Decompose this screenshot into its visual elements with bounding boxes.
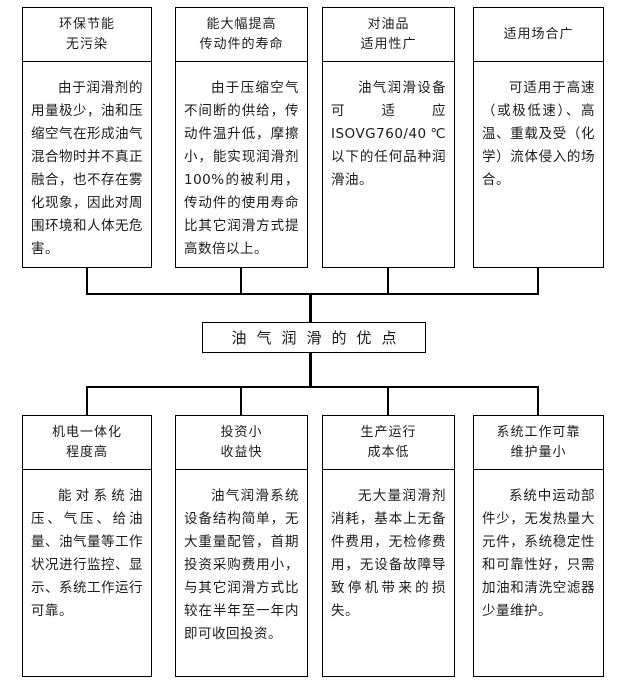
- connector-line: [86, 388, 88, 415]
- connector-line: [537, 268, 539, 295]
- box-title-line: 机电一体化: [51, 424, 122, 440]
- box-body: 系统中运动部件少，无发热量大元件，系统稳定性和可靠性好，只需加油和清洗空滤器少量…: [482, 488, 595, 619]
- connector-line: [387, 268, 389, 295]
- center-title-text: 油气润滑的优点: [231, 329, 407, 347]
- box-title: 环保节能 无污染: [23, 8, 151, 62]
- box-title: 适用场合广: [474, 8, 603, 62]
- connector-line: [387, 388, 389, 415]
- connector-line: [537, 388, 539, 415]
- top-box-env-protection: 环保节能 无污染 由于润滑剂的用量极少，油和压缩空气在形成油气混合物时并不真正融…: [22, 7, 152, 268]
- connector-bus-top: [86, 293, 539, 295]
- bottom-box-low-investment: 投资小 收益快 油气润滑系统设备结构简单，无大重量配管，首期投资采购费用小，与其…: [175, 415, 308, 677]
- bottom-box-reliable-low-maintenance: 系统工作可靠 维护量小 系统中运动部件少，无发热量大元件，系统稳定性和可靠性好，…: [473, 415, 604, 677]
- box-body: 可适用于高速（或极低速）、高温、重载及受（化学）流体侵入的场合。: [482, 80, 595, 188]
- box-title-line: 无污染: [65, 36, 108, 52]
- box-title-line: 环保节能: [58, 16, 115, 32]
- box-title: 能大幅提高 传动件的寿命: [176, 8, 307, 62]
- box-title-line: 投资小: [220, 424, 263, 440]
- box-title: 投资小 收益快: [176, 416, 307, 470]
- box-title-line: 程度高: [65, 444, 108, 460]
- box-title-line: 能大幅提高: [206, 16, 277, 32]
- connector-line: [86, 268, 88, 295]
- box-title: 系统工作可靠 维护量小: [474, 416, 603, 470]
- box-title-line: 对油品: [367, 16, 410, 32]
- box-body: 能对系统油压、气压、给油量、油气量等工作状况进行监控、显示、系统工作运行可靠。: [31, 488, 143, 619]
- connector-line: [309, 295, 312, 322]
- box-title-line: 适用场合广: [503, 26, 574, 42]
- connector-bus-bottom: [86, 386, 539, 388]
- box-title-line: 收益快: [220, 444, 263, 460]
- box-body: 由于润滑剂的用量极少，油和压缩空气在形成油气混合物时并不真正融合，也不存在雾化现…: [31, 80, 143, 257]
- connector-line: [240, 388, 242, 415]
- box-body: 由于压缩空气不间断的供给，传动件温升低，摩擦小，能实现润滑剂100%的被利用，传…: [184, 80, 299, 257]
- connector-line: [240, 268, 242, 295]
- bottom-box-mechatronics: 机电一体化 程度高 能对系统油压、气压、给油量、油气量等工作状况进行监控、显示、…: [22, 415, 152, 677]
- box-title-line: 生产运行: [360, 424, 417, 440]
- box-title: 生产运行 成本低: [323, 416, 454, 470]
- box-body: 油气润滑系统设备结构简单，无大重量配管，首期投资采购费用小，与其它润滑方式比较在…: [184, 488, 299, 642]
- top-box-oil-compatibility: 对油品 适用性广 油气润滑设备可适应ISOVG760/40℃以下的任何品种润滑油…: [322, 7, 455, 268]
- center-title-box: 油气润滑的优点: [202, 322, 426, 353]
- box-title-line: 适用性广: [360, 36, 417, 52]
- box-title: 对油品 适用性广: [323, 8, 454, 62]
- box-title-line: 成本低: [367, 444, 410, 460]
- box-body: 油气润滑设备可适应ISOVG760/40℃以下的任何品种润滑油。: [331, 80, 446, 188]
- box-body: 无大量润滑剂消耗，基本上无备件费用，无检修费用，无设备故障导致停机带来的损失。: [331, 488, 446, 619]
- box-title-line: 维护量小: [510, 444, 567, 460]
- top-box-longer-life: 能大幅提高 传动件的寿命 由于压缩空气不间断的供给，传动件温升低，摩擦小，能实现…: [175, 7, 308, 268]
- box-title-line: 传动件的寿命: [199, 36, 284, 52]
- top-box-wide-application: 适用场合广 可适用于高速（或极低速）、高温、重载及受（化学）流体侵入的场合。: [473, 7, 604, 268]
- connector-line: [309, 353, 312, 387]
- box-title-line: 系统工作可靠: [496, 424, 581, 440]
- box-title: 机电一体化 程度高: [23, 416, 151, 470]
- bottom-box-low-cost: 生产运行 成本低 无大量润滑剂消耗，基本上无备件费用，无检修费用，无设备故障导致…: [322, 415, 455, 677]
